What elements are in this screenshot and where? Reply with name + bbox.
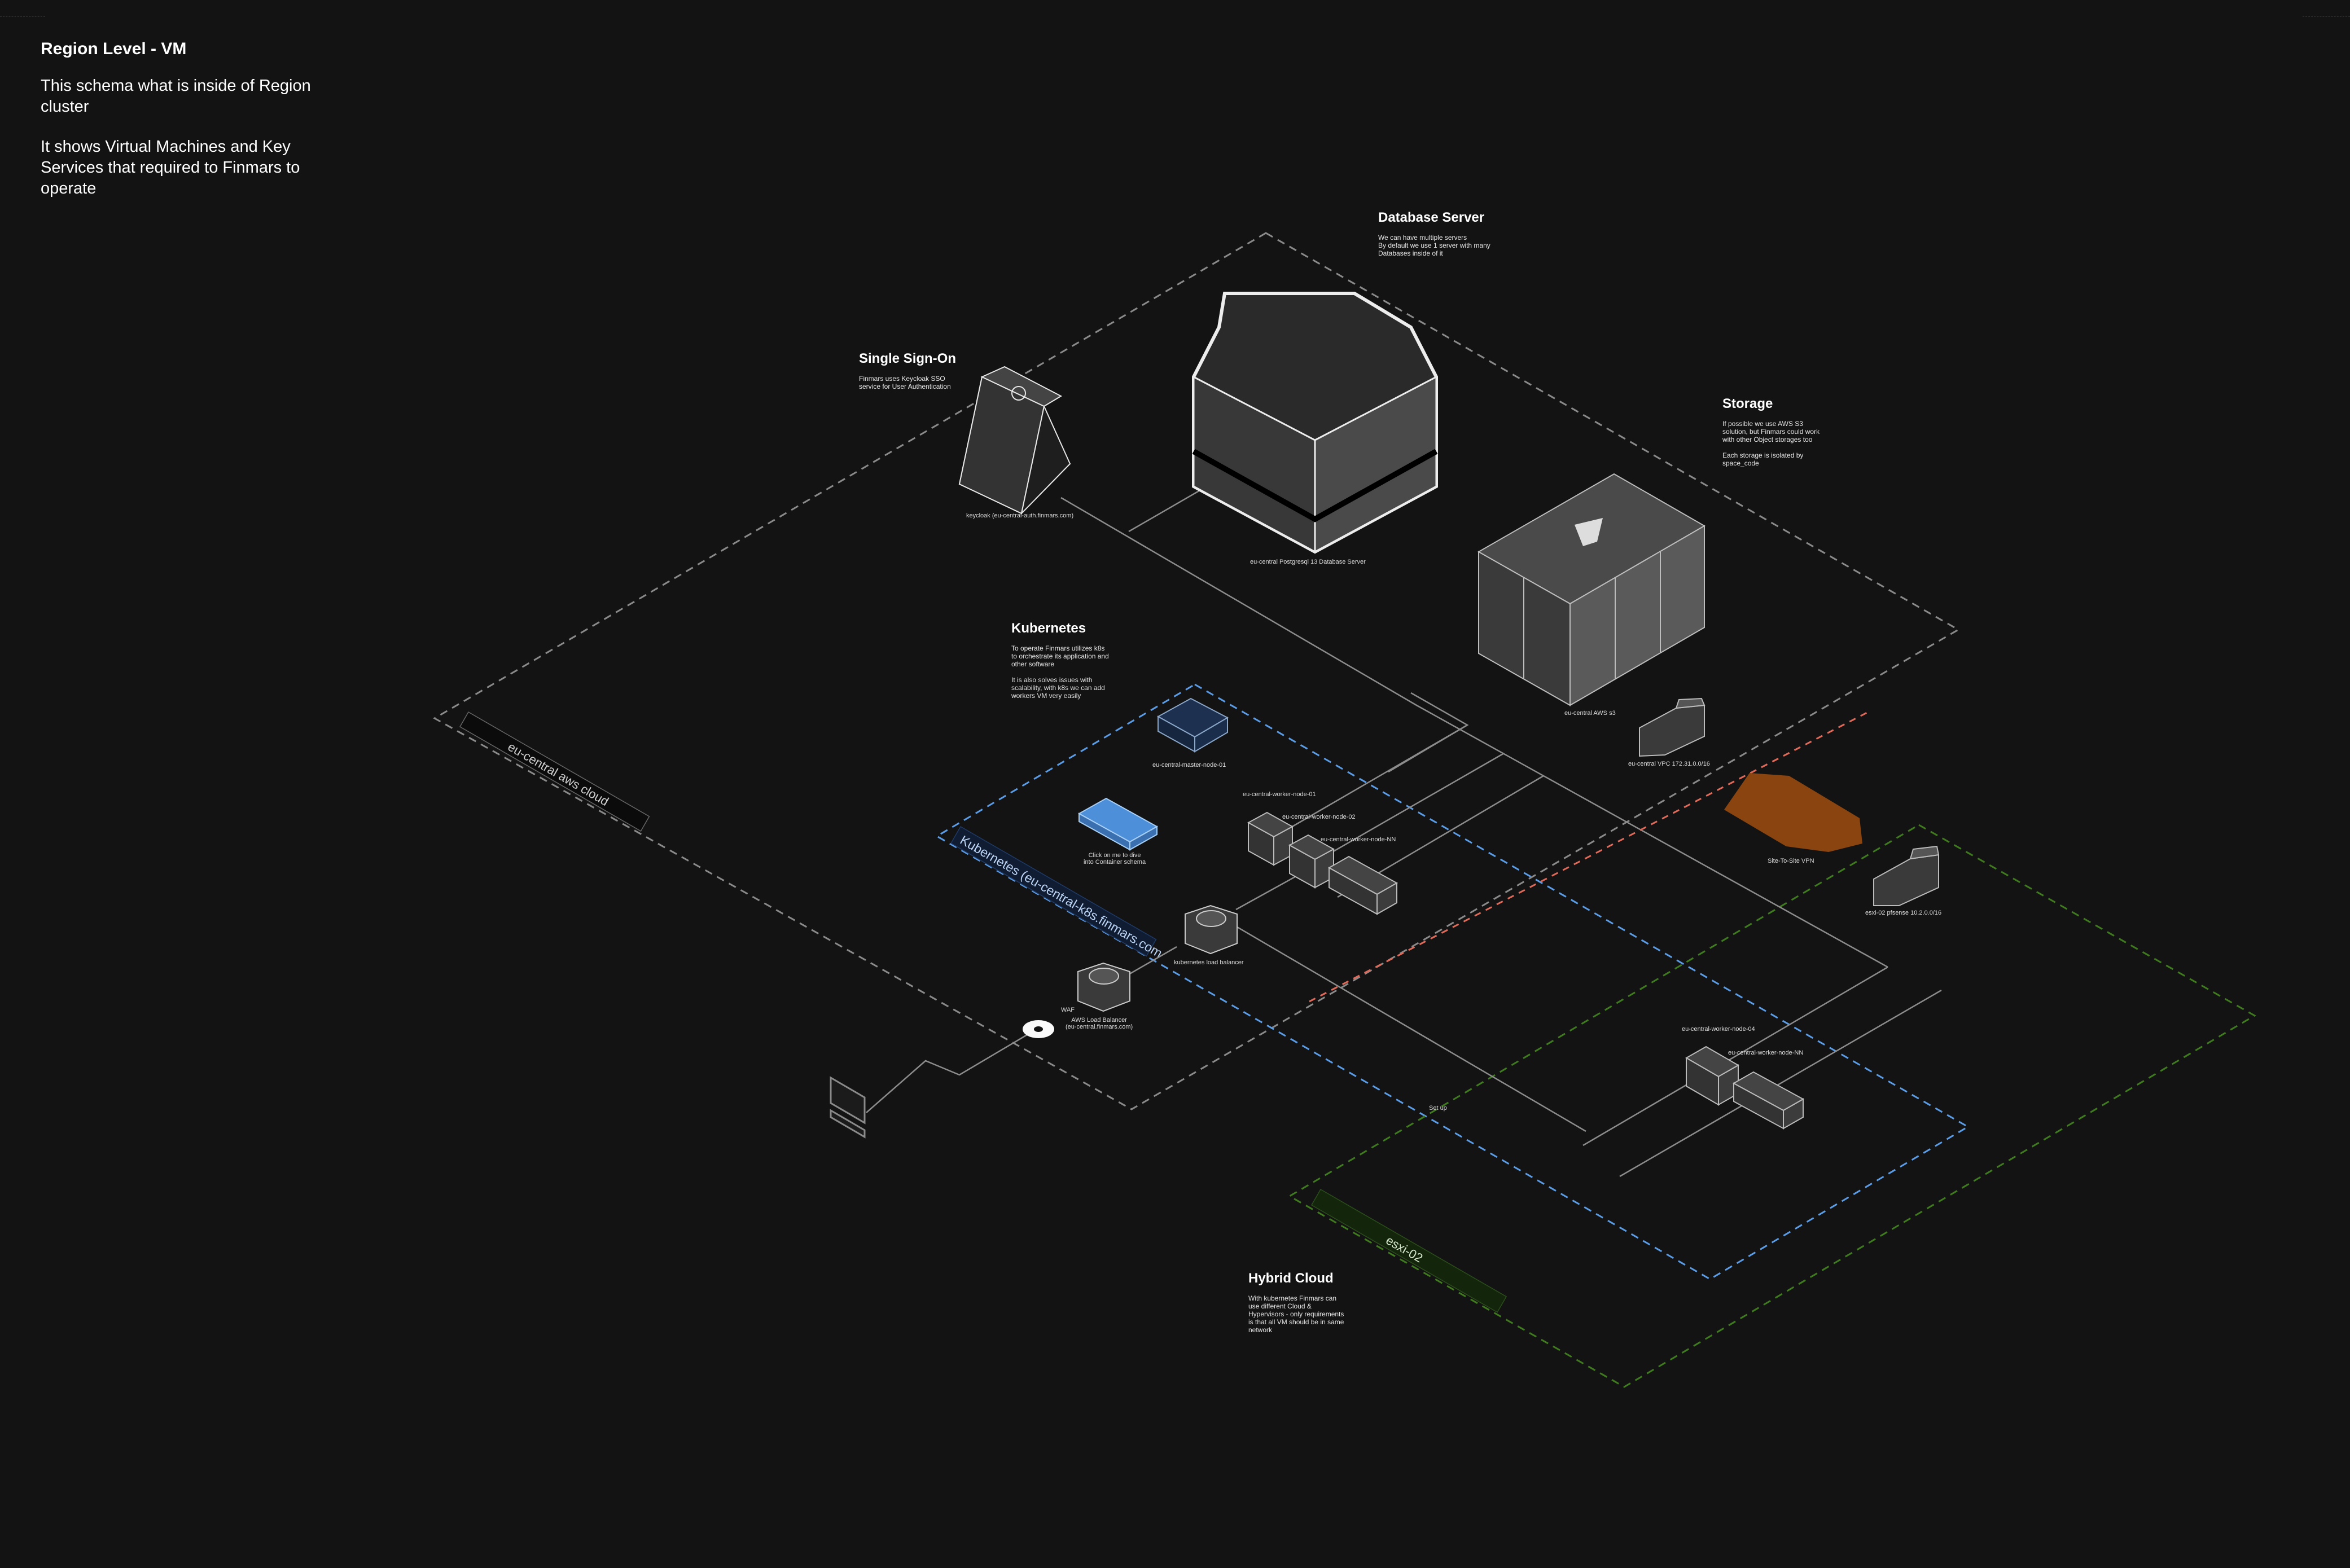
k8s-desc: To operate Finmars utilizes k8s to orche… (1011, 644, 1109, 700)
setup-caption: Set up (1429, 1105, 1447, 1112)
worker04-caption: eu-central-worker-node-04 (1682, 1026, 1755, 1033)
sso-title: Single Sign-On (859, 351, 956, 366)
aws-zone-label: eu-central aws cloud (506, 740, 611, 809)
worker02-caption: eu-central-worker-node-02 (1282, 814, 1356, 820)
vpn-icon[interactable] (1724, 773, 1862, 852)
intro-panel: Region Level - VM This schema what is in… (41, 39, 334, 218)
db-title: Database Server (1378, 210, 1485, 225)
kubernetes-zone (935, 683, 1970, 1280)
keycloak-caption: keycloak (eu-central-auth.finmars.com) (966, 512, 1074, 519)
sso-link (1060, 497, 1888, 968)
worker-node-icon[interactable] (1288, 834, 1335, 889)
storage-desc: If possible we use AWS S3 solution, but … (1722, 420, 1820, 467)
cluster-link-1 (1269, 724, 1468, 841)
hybrid-title: Hybrid Cloud (1248, 1271, 1334, 1286)
waf-icon[interactable] (1023, 1020, 1054, 1038)
vpc-router-icon[interactable] (1639, 697, 1705, 757)
master-node-icon[interactable] (1156, 697, 1229, 753)
container-icon[interactable] (1077, 797, 1159, 851)
worker-node-icon[interactable] (1247, 811, 1294, 866)
pfsense-caption: esxi-02 pfsense 10.2.0.0/16 (1865, 910, 1942, 916)
vpn-caption: Site-To-Site VPN (1768, 858, 1814, 864)
hybrid-desc: With kubernetes Finmars can use differen… (1248, 1294, 1344, 1334)
worker01-caption: eu-central-worker-node-01 (1243, 791, 1316, 798)
awslb-caption: AWS Load Balancer (eu-central.finmars.co… (1066, 1017, 1133, 1030)
postgres-caption: eu-central Postgresql 13 Database Server (1250, 559, 1366, 565)
aws-cloud-zone (432, 232, 1961, 1110)
waf-caption: WAF (1061, 1007, 1075, 1013)
k8s-title: Kubernetes (1011, 621, 1086, 636)
storage-title: Storage (1722, 396, 1773, 411)
vpc-caption: eu-central VPC 172.31.0.0/16 (1628, 761, 1710, 767)
laptop-icon[interactable] (830, 1076, 866, 1139)
pfsense-router-icon[interactable] (1873, 845, 1940, 906)
s3-caption: eu-central AWS s3 (1564, 710, 1616, 717)
worker04-link (1582, 966, 1888, 1147)
hybrid-block: Hybrid Cloud With kubernetes Finmars can… (1248, 1271, 1373, 1334)
keycloak-icon[interactable] (958, 366, 1071, 516)
page-title: Region Level - VM (41, 39, 187, 58)
k8slb-caption: kubernetes load balancer (1174, 959, 1244, 966)
s3-icon[interactable] (1477, 473, 1705, 706)
load-balancer-icon[interactable] (1185, 904, 1238, 955)
lb-link (1224, 919, 1586, 1132)
laptop-link (866, 1030, 1033, 1113)
connection-lines (866, 472, 1942, 1178)
storage-block: Storage If possible we use AWS S3 soluti… (1722, 396, 1858, 467)
sso-block: Single Sign-On Finmars uses Keycloak SSO… (859, 351, 983, 390)
vpn-link (1309, 711, 1869, 1003)
intro-paragraph-2: It shows Virtual Machines and Key Servic… (41, 138, 300, 197)
aws-load-balancer-icon[interactable] (1077, 962, 1130, 1012)
sso-desc: Finmars uses Keycloak SSO service for Us… (859, 375, 951, 390)
aws-zone-tag: eu-central aws cloud (459, 711, 650, 832)
esxi-zone (1288, 824, 2256, 1388)
postgres-icon[interactable] (1192, 292, 1438, 554)
workerNN2-caption: eu-central-worker-node-NN (1728, 1049, 1804, 1056)
db-block: Database Server We can have multiple ser… (1378, 210, 1525, 257)
k8s-block: Kubernetes To operate Finmars utilizes k… (1011, 621, 1135, 700)
db-desc: We can have multiple servers By default … (1378, 234, 1490, 257)
workerNN-caption: eu-central-worker-node-NN (1321, 836, 1396, 843)
intro-paragraph-1: This schema what is inside of Region clu… (41, 77, 311, 116)
worker-node-icon[interactable] (1327, 855, 1398, 915)
workerNN-link (1619, 989, 1942, 1178)
container-caption: Click on me to dive into Container schem… (1084, 852, 1146, 866)
master-caption: eu-central-master-node-01 (1152, 762, 1226, 768)
worker-node-icon[interactable] (1732, 1071, 1805, 1130)
